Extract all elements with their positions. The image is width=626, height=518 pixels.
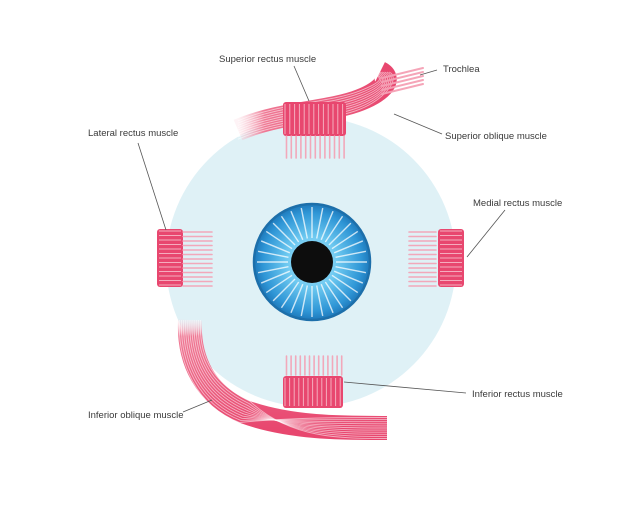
trochlea-tendon (381, 67, 424, 95)
label-inferior-rectus: Inferior rectus muscle (472, 389, 563, 400)
inferior-rectus-muscle (283, 355, 343, 408)
label-superior-rectus: Superior rectus muscle (219, 54, 316, 65)
label-lateral-rectus: Lateral rectus muscle (88, 128, 178, 139)
inferior-oblique-muscle (177, 319, 388, 440)
pupil (291, 241, 333, 283)
label-inferior-oblique: Inferior oblique muscle (88, 410, 184, 421)
leader-inferior-rectus (343, 381, 467, 394)
lateral-rectus-muscle (157, 229, 213, 287)
medial-rectus-muscle (408, 229, 464, 287)
label-trochlea: Trochlea (443, 64, 480, 75)
leader-lateral-rectus (137, 142, 167, 231)
label-superior-oblique: Superior oblique muscle (445, 131, 547, 142)
leader-inferior-oblique (182, 399, 213, 413)
leader-superior-oblique (393, 113, 443, 135)
label-medial-rectus: Medial rectus muscle (473, 198, 562, 209)
leader-trochlea (419, 69, 438, 76)
leader-medial-rectus (466, 209, 506, 258)
leader-superior-rectus (293, 65, 310, 102)
superior-rectus-muscle (283, 102, 346, 159)
